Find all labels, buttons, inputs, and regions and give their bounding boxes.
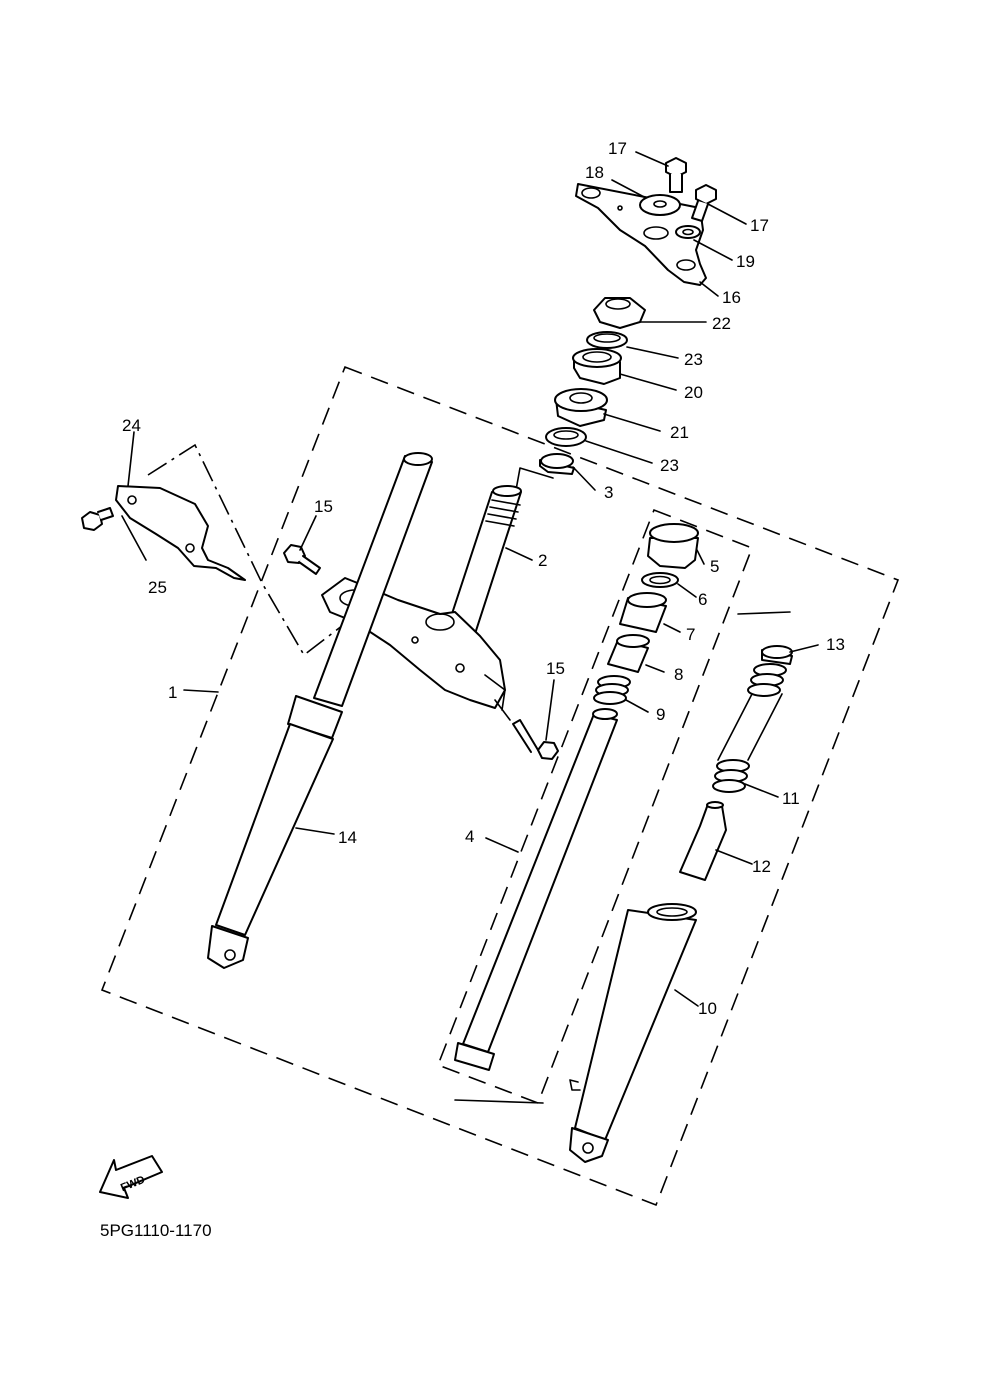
callout-4: 4 xyxy=(465,827,474,846)
callout-23a: 23 xyxy=(684,350,703,369)
callout-17a: 17 xyxy=(608,139,627,158)
spring-9 xyxy=(593,675,631,705)
callout-2: 2 xyxy=(538,551,547,570)
bolt-15a xyxy=(283,544,321,575)
callout-11: 11 xyxy=(782,789,800,808)
outer-tube-10 xyxy=(569,903,697,1163)
leader-lines xyxy=(121,151,819,1007)
spring-11 xyxy=(712,663,787,793)
callout-9: 9 xyxy=(656,705,665,724)
callout-18: 18 xyxy=(585,163,604,182)
callout-19: 19 xyxy=(736,252,755,271)
bolt-25 xyxy=(81,507,114,531)
bolt-17b xyxy=(691,184,717,222)
cap-5 xyxy=(647,523,699,569)
fork-leg-14 xyxy=(207,452,433,969)
ring-nut-22 xyxy=(593,297,646,329)
bushing-8 xyxy=(607,634,650,673)
inner-tube-4 xyxy=(454,708,618,1071)
callout-15b: 15 xyxy=(546,659,565,678)
bearing-23-upper xyxy=(586,331,628,349)
callout-8: 8 xyxy=(674,665,683,684)
bracket-leader-4 xyxy=(454,1099,544,1104)
assembly-outline-4 xyxy=(436,508,754,1105)
callout-14: 14 xyxy=(338,828,357,847)
circlip-6 xyxy=(641,572,679,588)
callout-25: 25 xyxy=(148,578,167,597)
callout-15a: 15 xyxy=(314,497,333,516)
damper-rod-12 xyxy=(679,801,727,881)
callout-17b: 17 xyxy=(750,216,769,235)
ball-race-21 xyxy=(554,388,608,427)
callout-12: 12 xyxy=(752,857,771,876)
callout-23b: 23 xyxy=(660,456,679,475)
callout-13: 13 xyxy=(826,635,845,654)
cover-24 xyxy=(115,485,246,581)
callout-labels: 1234567891011121314151516171718192021222… xyxy=(122,139,845,1018)
callout-24: 24 xyxy=(122,416,141,435)
callout-20: 20 xyxy=(684,383,703,402)
callout-6: 6 xyxy=(698,590,707,609)
bolt-15b xyxy=(512,719,559,760)
washer-18 xyxy=(639,194,681,216)
bracket-leader-24 xyxy=(147,443,361,657)
bolt-17a xyxy=(665,157,687,193)
callout-1: 1 xyxy=(168,683,177,702)
bearing-23-lower xyxy=(545,427,587,447)
callout-16: 16 xyxy=(722,288,741,307)
bracket-leader-10 xyxy=(737,611,791,615)
bushing-7 xyxy=(619,592,667,633)
assembly-outline-1 xyxy=(100,365,900,1207)
plug-13 xyxy=(761,645,793,665)
bracket-leader-2-3 xyxy=(515,467,554,491)
callout-7: 7 xyxy=(686,625,695,644)
washer-19 xyxy=(675,225,701,239)
race-3 xyxy=(539,453,575,475)
callout-22: 22 xyxy=(712,314,731,333)
callout-3: 3 xyxy=(604,483,613,502)
callout-21: 21 xyxy=(670,423,689,442)
cone-race-20 xyxy=(572,348,622,385)
forward-arrow-icon: FWD xyxy=(99,1155,163,1199)
callout-10: 10 xyxy=(698,999,717,1018)
part-code: 5PG1110-1170 xyxy=(100,1221,212,1240)
callout-5: 5 xyxy=(710,557,719,576)
